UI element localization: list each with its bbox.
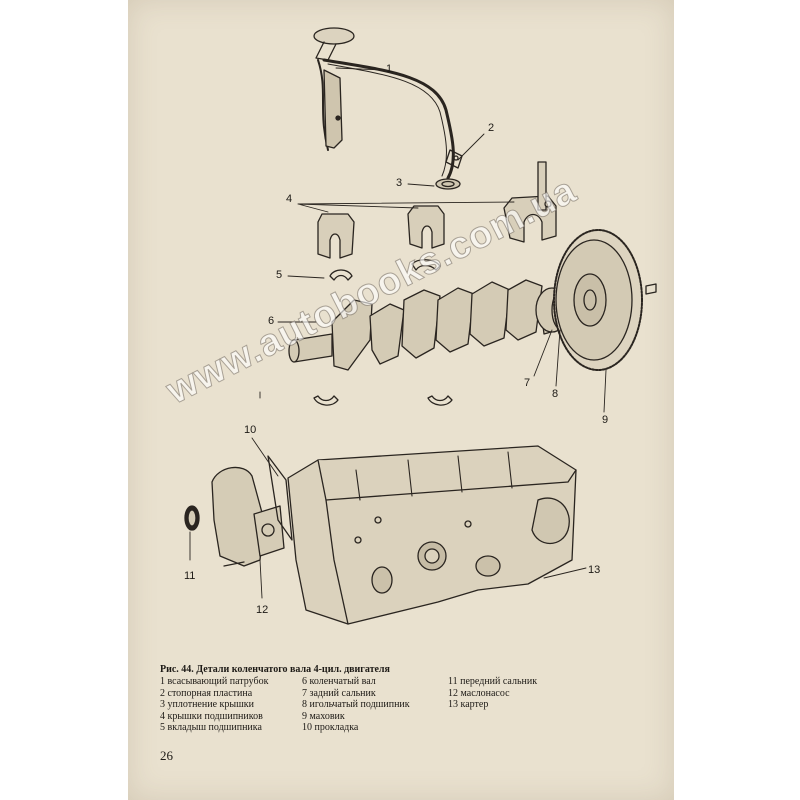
legend-column-3: 11 передний сальник 12 маслонасос 13 кар…	[448, 676, 537, 711]
caption-title: Рис. 44. Детали коленчатого вала 4-цил. …	[160, 664, 390, 675]
oil-suction-pipe	[313, 27, 455, 180]
callout-12: 12	[256, 604, 269, 616]
crankcase	[287, 445, 577, 625]
callout-9: 9	[602, 414, 609, 426]
exploded-view-drawing	[184, 27, 657, 625]
front-cover-and-oil-pump	[184, 455, 293, 567]
callout-13: 13	[588, 564, 601, 576]
callout-10: 10	[244, 424, 257, 436]
legend-item: 11 передний сальник	[448, 676, 538, 687]
bearing-shells	[313, 259, 453, 406]
legend-item: 1 всасывающий патрубок	[160, 676, 269, 687]
callout-6: 6	[268, 315, 275, 327]
book-page: 1 2 3 4 5 6 7 8 9 10 11 12 13	[128, 0, 674, 800]
legend-column-1: 1 всасывающий патрубок 2 стопорная пласт…	[160, 676, 268, 734]
bearing-caps	[317, 161, 557, 259]
legend-item: 9 маховик	[302, 710, 345, 722]
legend-item: 3 уплотнение крышки	[160, 699, 254, 711]
retaining-plate-and-seal	[435, 149, 463, 190]
legend-item: 6 коленчатый вал	[302, 676, 376, 687]
callout-1: 1	[386, 63, 393, 75]
callout-7: 7	[524, 377, 531, 389]
page-number: 26	[160, 748, 173, 763]
flywheel	[553, 229, 657, 371]
legend-item: 12 маслонасос	[448, 687, 510, 699]
legend-item: 5 вкладыш подшипника	[160, 722, 262, 734]
callout-3: 3	[396, 177, 403, 189]
callout-2: 2	[488, 122, 495, 134]
legend-item: 10 прокладка	[302, 722, 359, 734]
legend-item: 13 картер	[448, 699, 489, 711]
callout-4: 4	[286, 193, 293, 205]
legend-item: 4 крышки подшипников	[160, 710, 263, 722]
legend-column-2: 6 коленчатый вал 7 задний сальник 8 игол…	[302, 676, 410, 734]
leader-lines	[189, 67, 607, 599]
callout-8: 8	[552, 388, 559, 400]
legend-item: 7 задний сальник	[302, 687, 376, 699]
callout-5: 5	[276, 269, 283, 281]
legend-item: 8 игольчатый подшипник	[302, 699, 410, 711]
callout-11: 11	[184, 570, 196, 582]
figure-caption: Рис. 44. Детали коленчатого вала 4-цил. …	[160, 664, 620, 733]
legend-item: 2 стопорная пластина	[160, 687, 253, 699]
